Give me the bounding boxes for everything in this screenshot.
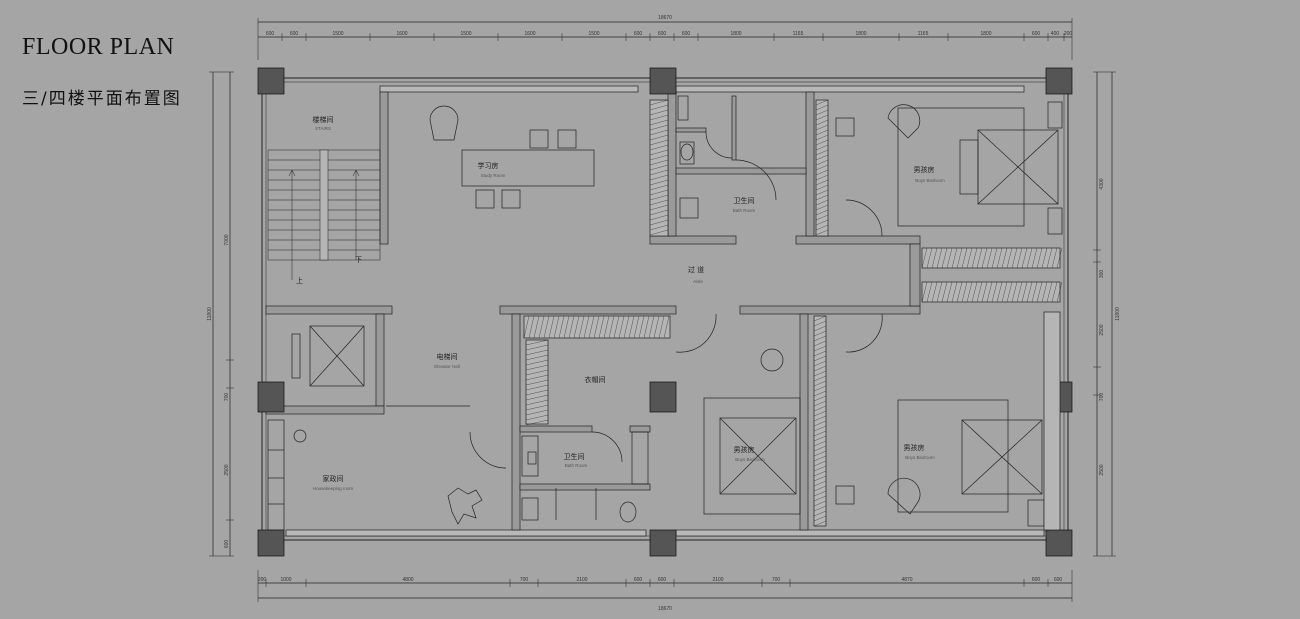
page-subtitle: 三/四楼平面布置图 (22, 89, 182, 109)
page-title: FLOOR PLAN (22, 34, 175, 60)
room-en-study: Study Room (481, 173, 506, 178)
dim-bottom-9: 4870 (901, 577, 912, 583)
dim-top-7: 600 (634, 31, 643, 37)
room-name-bath-top: 卫生间 (734, 196, 755, 205)
room-en-boys-bottom: Boys Bedroom (905, 455, 935, 460)
housekeeping-fixtures (267, 405, 507, 531)
wardrobe-strips (523, 247, 1061, 527)
dim-top-13: 1165 (918, 31, 929, 37)
dim-bottom-1: 1000 (280, 577, 291, 583)
room-name-stairs: 楼梯间 (313, 115, 334, 124)
dim-right-4: 2500 (1099, 464, 1105, 475)
room-en-aisle: Aisle (693, 279, 703, 284)
room-en-boys-top: Boys Bedroom (915, 178, 945, 183)
dim-top-17: 200 (1064, 31, 1073, 37)
structural-columns (257, 67, 1073, 557)
stair-down-mark: 下 (355, 256, 362, 264)
dim-left-0: 700 (224, 393, 230, 402)
dim-top-8: 600 (658, 31, 667, 37)
dim-left-2: 600 (224, 540, 230, 549)
dim-top-4: 1500 (460, 31, 471, 37)
interior-walls (265, 91, 921, 531)
dim-total-bottom: 18670 (658, 606, 672, 612)
room-name-boys-bottom: 男孩房 (904, 443, 925, 452)
dimension-lines (209, 18, 1116, 602)
dim-top-3: 1600 (396, 31, 407, 37)
room-name-bath-bottom: 卫生间 (564, 452, 585, 461)
dim-bottom-7: 2100 (712, 577, 723, 583)
dim-right-3: 700 (1099, 393, 1105, 402)
room-en-elevator: Elevator Hall (434, 364, 460, 369)
dim-top-0: 600 (266, 31, 275, 37)
top-bath-fixtures (649, 95, 777, 237)
elevator-shaft (291, 325, 365, 387)
room-name-boys-mid: 男孩房 (734, 445, 755, 454)
dim-bottom-11: 600 (1054, 577, 1063, 583)
study-furniture (429, 105, 595, 209)
room-name-cloak: 衣帽间 (585, 375, 606, 384)
dim-right-1: 300 (1099, 270, 1105, 279)
mid-bedroom-furniture (675, 313, 883, 515)
dim-bottom-6: 600 (658, 577, 667, 583)
room-en-stairs: STAIRS (315, 126, 331, 131)
dim-bottom-2: 4800 (402, 577, 413, 583)
room-name-aisle: 过 道 (688, 265, 704, 274)
dim-top-9: 600 (682, 31, 691, 37)
dim-top-5: 1600 (524, 31, 535, 37)
dim-top-10: 1800 (730, 31, 741, 37)
dim-bottom-4: 2100 (576, 577, 587, 583)
dim-top-14: 1800 (980, 31, 991, 37)
top-bedroom-furniture (815, 99, 1063, 237)
dim-bottom-0: 200 (258, 577, 267, 583)
room-labels: 楼梯间 STAIRS 学习房 Study Room 卫生间 Bath Room … (296, 115, 945, 491)
room-name-elevator: 电梯间 (437, 352, 458, 361)
room-en-housekeeping: Housekeeping room (313, 486, 354, 491)
dim-right-total: 11800 (1115, 307, 1121, 321)
stair-up-mark: 上 (296, 276, 303, 285)
dim-left-upper: 7000 (224, 234, 230, 245)
dimension-labels: 18670 18670 600 600 1500 1600 1500 1600 … (207, 15, 1121, 612)
dim-left-total: 11800 (207, 307, 213, 321)
dim-right-0: 4300 (1099, 178, 1105, 189)
dim-right-2: 2500 (1099, 324, 1105, 335)
room-en-bath-top: Bath Room (733, 208, 756, 213)
dim-top-15: 600 (1032, 31, 1041, 37)
dim-left-1: 2500 (224, 464, 230, 475)
dim-top-11: 1165 (793, 31, 804, 37)
dim-top-1: 600 (290, 31, 299, 37)
room-en-bath-bottom: Bath Room (565, 463, 588, 468)
room-en-boys-mid: Boys Bedroom (735, 457, 765, 462)
dim-top-16: 400 (1051, 31, 1060, 37)
dim-top-2: 1500 (332, 31, 343, 37)
dim-bottom-10: 600 (1032, 577, 1041, 583)
room-name-housekeeping: 家政间 (323, 474, 344, 483)
room-name-study: 学习房 (478, 161, 499, 170)
dim-total-top: 18670 (658, 15, 672, 21)
room-name-boys-top: 男孩房 (914, 165, 935, 174)
dim-bottom-3: 700 (520, 577, 529, 583)
dim-top-6: 1500 (588, 31, 599, 37)
dim-bottom-5: 600 (634, 577, 643, 583)
bottom-bath-fixtures (521, 431, 649, 523)
bottom-bedroom-furniture (835, 311, 1061, 531)
staircase (267, 149, 381, 280)
dim-bottom-8: 700 (772, 577, 781, 583)
dim-top-12: 1800 (855, 31, 866, 37)
